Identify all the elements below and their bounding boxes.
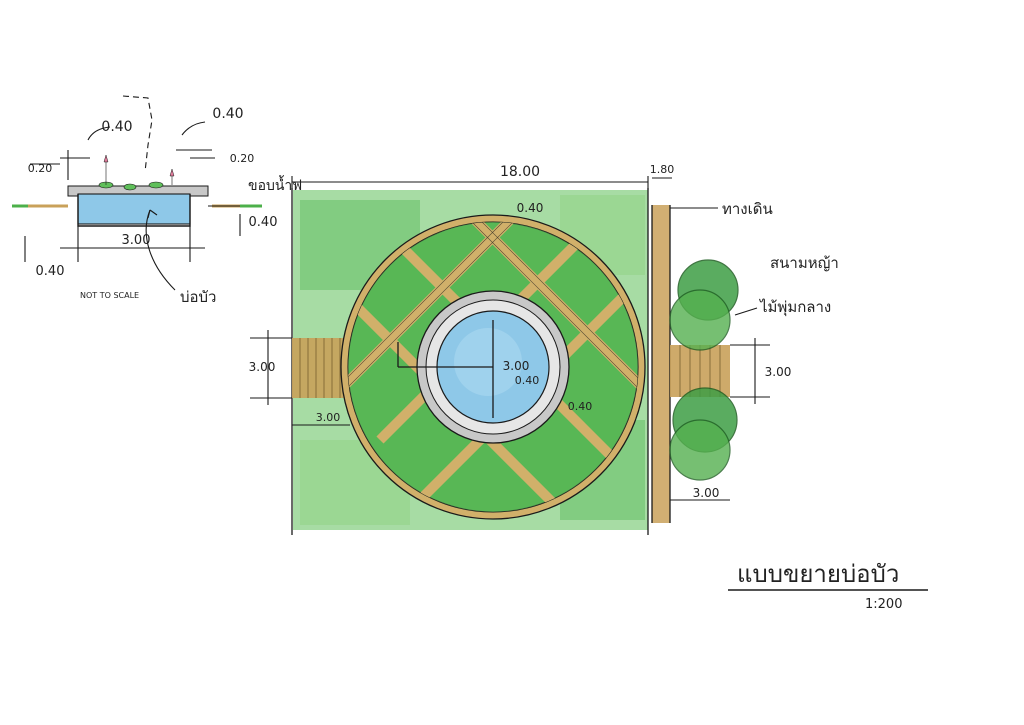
- walkway-label: ทางเดิน: [722, 200, 773, 218]
- not-to-scale-note: NOT TO SCALE: [80, 291, 139, 300]
- left-entry-path: [292, 338, 350, 398]
- drawing-title: แบบขยายบ่อบัว: [737, 560, 899, 588]
- water-edge-label: ขอบน้ำฟ: [248, 175, 302, 194]
- ring-width-dim: 0.40: [517, 201, 544, 215]
- right-entry-height-dim: 3.00: [765, 365, 792, 379]
- section-wall-dim-b: 0.40: [212, 106, 243, 122]
- pond-radius-dim: 3.00: [503, 359, 530, 373]
- section-depth-dim-right: 0.40: [249, 215, 278, 230]
- drawing-scale: 1:200: [865, 597, 902, 612]
- lotus-plants: [98, 154, 175, 191]
- pond-section: [12, 95, 262, 291]
- path-width-dim: 1.80: [650, 163, 675, 176]
- section-wall-dim-a: 0.40: [101, 119, 132, 135]
- shrubs: [669, 259, 739, 481]
- shrub-label: ไม้พุ่มกลาง: [759, 298, 831, 317]
- circular-garden: [340, 214, 646, 520]
- section-depth-dim-left: 0.40: [36, 264, 65, 279]
- right-entry-depth-dim: 3.00: [693, 486, 720, 500]
- section-dimensions: [24, 121, 241, 262]
- lawn-label: สนามหญ้า: [770, 254, 839, 272]
- pond-edge-dim-b: 0.40: [568, 400, 593, 413]
- title-block: แบบขยายบ่อบัว 1:200: [728, 560, 928, 612]
- plan-width-dim: 18.00: [500, 164, 540, 180]
- walkway-strip: [651, 205, 671, 523]
- pond-edge-dim-a: 0.40: [515, 374, 540, 387]
- section-edge-dim-left: 0.20: [28, 162, 53, 175]
- left-entry-height-dim: 3.00: [249, 360, 276, 374]
- section-width-dim: 3.00: [122, 233, 151, 248]
- plan-dimensions: [250, 176, 770, 501]
- pond-label: บ่อบัว: [180, 288, 216, 306]
- section-edge-dim-right: 0.20: [230, 152, 255, 165]
- left-entry-depth-dim: 3.00: [316, 411, 341, 424]
